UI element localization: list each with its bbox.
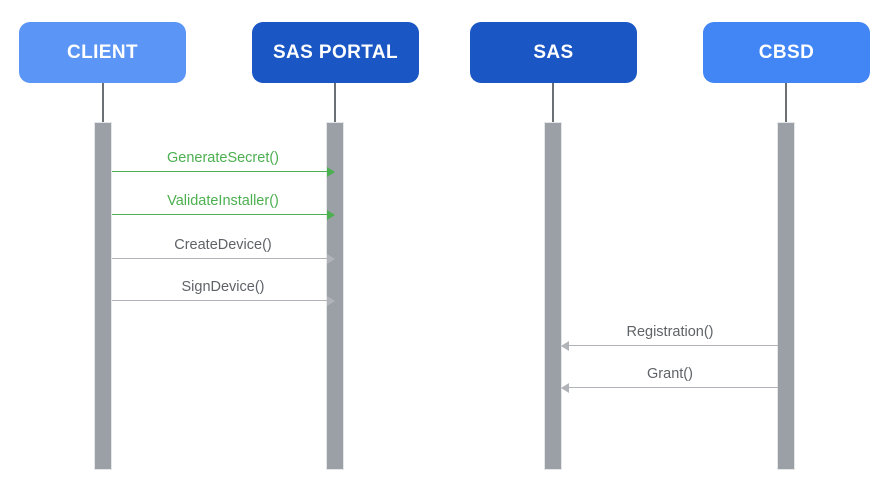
activation-bar-sas (544, 122, 562, 470)
message-generate-secret[interactable]: GenerateSecret() (112, 150, 335, 177)
lifeline-sas (552, 83, 554, 122)
lifeline-client (102, 83, 104, 122)
arrowhead-icon-create-device (327, 254, 335, 264)
message-label-generate-secret: GenerateSecret() (166, 150, 280, 166)
activation-bar-sas-portal (326, 122, 344, 470)
message-label-validate-installer: ValidateInstaller() (167, 193, 279, 209)
arrowhead-icon-validate-installer (327, 210, 335, 220)
arrowhead-icon-sign-device (327, 296, 335, 306)
message-label-grant: Grant() (647, 366, 693, 382)
message-grant[interactable]: Grant() (561, 366, 778, 393)
message-sign-device[interactable]: SignDevice() (112, 279, 335, 306)
message-create-device[interactable]: CreateDevice() (112, 237, 335, 264)
participant-box-sas[interactable]: SAS (470, 22, 637, 83)
lifeline-sas-portal (334, 83, 336, 122)
participant-label-sas-portal: SAS PORTAL (272, 41, 399, 63)
message-line-create-device (112, 258, 334, 259)
arrowhead-icon-generate-secret (327, 167, 335, 177)
lifeline-cbsd (785, 83, 787, 122)
message-label-registration: Registration() (626, 324, 714, 340)
participant-box-cbsd[interactable]: CBSD (703, 22, 870, 83)
participant-label-client: CLIENT (66, 41, 138, 63)
message-line-sign-device (112, 300, 334, 301)
arrowhead-icon-registration (561, 341, 569, 351)
message-validate-installer[interactable]: ValidateInstaller() (112, 193, 335, 220)
activation-bar-cbsd (777, 122, 795, 470)
participant-label-cbsd: CBSD (758, 41, 815, 63)
participant-box-client[interactable]: CLIENT (19, 22, 186, 83)
message-line-validate-installer (112, 214, 334, 215)
arrowhead-icon-grant (561, 383, 569, 393)
message-registration[interactable]: Registration() (561, 324, 778, 351)
participant-label-sas: SAS (533, 41, 574, 63)
message-label-sign-device: SignDevice() (181, 279, 265, 295)
participant-box-sas-portal[interactable]: SAS PORTAL (252, 22, 419, 83)
message-line-grant (562, 387, 778, 388)
message-line-generate-secret (112, 171, 334, 172)
message-line-registration (562, 345, 778, 346)
activation-bar-client (94, 122, 112, 470)
message-label-create-device: CreateDevice() (174, 237, 272, 253)
